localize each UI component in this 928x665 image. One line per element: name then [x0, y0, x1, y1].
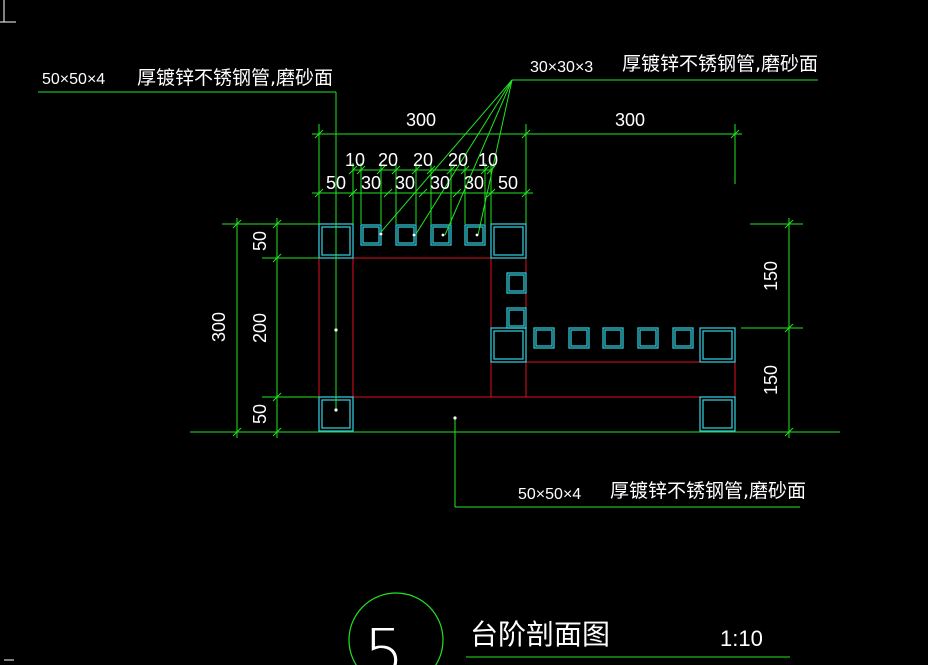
- tube-50x50-top-right: [490, 223, 527, 259]
- dim-row2-5: 50: [498, 173, 518, 193]
- dim-left-overall: 300: [209, 312, 229, 342]
- dim-left-part-0: 50: [250, 231, 270, 251]
- dim-top-overall-left: 300: [406, 110, 436, 130]
- leader-top-right: [379, 79, 818, 237]
- callout-top-right-size: 30×30×3: [530, 59, 593, 76]
- dim-row2-3: 30: [430, 173, 450, 193]
- top-dimension-lines: [312, 124, 742, 224]
- title-block: [348, 592, 790, 665]
- dim-row2-2: 30: [395, 173, 415, 193]
- callout-top-left-material: 厚镀锌不锈钢管,磨砂面: [137, 67, 333, 89]
- leader-top-left: [38, 91, 338, 412]
- drawing-scale: 1:10: [720, 626, 763, 651]
- dim-right-part-0: 150: [761, 261, 781, 291]
- dim-row1-1: 20: [378, 150, 398, 170]
- callout-top-right-material: 厚镀锌不锈钢管,磨砂面: [622, 53, 818, 75]
- dim-row1-4: 10: [478, 150, 498, 170]
- right-dimension-lines: [741, 218, 803, 438]
- left-dimension-lines: [222, 218, 319, 438]
- callout-bottom-size: 50×50×4: [518, 486, 581, 503]
- detail-circle: [348, 592, 444, 665]
- detail-number: 5: [364, 617, 405, 665]
- callout-bottom-material: 厚镀锌不锈钢管,磨砂面: [610, 480, 806, 502]
- dim-row2-4: 30: [464, 173, 484, 193]
- small-tubes: [360, 224, 694, 349]
- drawing-title: 台阶剖面图: [470, 618, 610, 651]
- dim-row1-3: 20: [448, 150, 468, 170]
- dim-top-overall-right: 300: [615, 110, 645, 130]
- dim-row2-0: 50: [326, 173, 346, 193]
- dim-right-part-1: 150: [761, 365, 781, 395]
- dim-row1-2: 20: [413, 150, 433, 170]
- tube-50x50-bottom-right: [699, 396, 736, 432]
- dim-left-part-2: 50: [250, 404, 270, 424]
- leader-bottom: [453, 416, 800, 508]
- dim-left-part-1: 200: [250, 313, 270, 343]
- ucs-corner-marks: [0, 0, 16, 661]
- callout-top-left-size: 50×50×4: [42, 71, 105, 88]
- dim-row2-1: 30: [361, 173, 381, 193]
- dim-row1-0: 10: [345, 150, 365, 170]
- tube-50x50-middle-left: [490, 327, 527, 363]
- tube-50x50-middle-right: [699, 327, 736, 363]
